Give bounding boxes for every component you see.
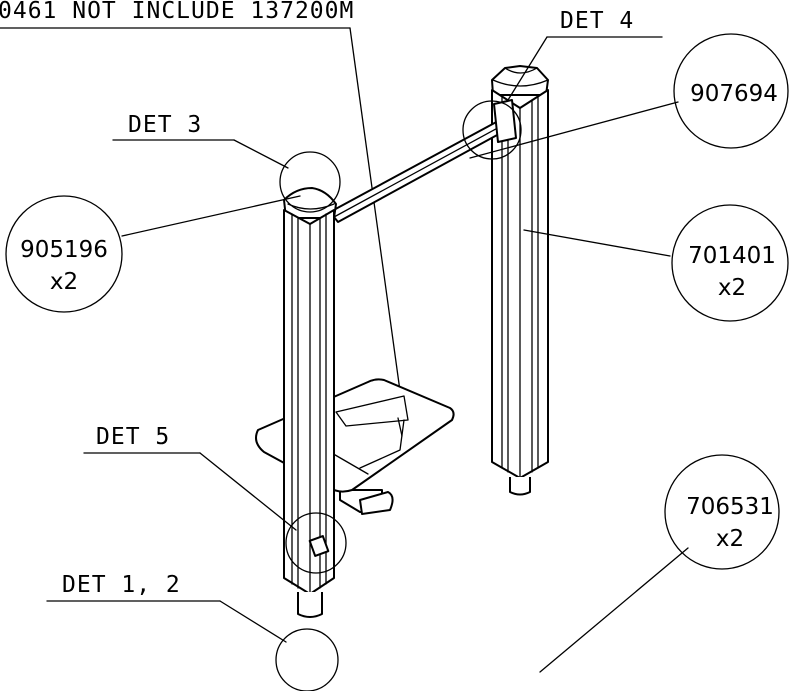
left-post xyxy=(283,187,337,618)
det12-leader xyxy=(219,600,287,643)
det3-label: DET 3 xyxy=(128,112,202,138)
det5-bracket xyxy=(308,535,330,557)
assembly-note: 0461 NOT INCLUDE 137200M xyxy=(0,0,354,24)
det3-circle xyxy=(279,151,341,213)
det12-circle xyxy=(275,628,339,691)
det4-circle xyxy=(462,100,522,160)
det5-leader xyxy=(199,452,297,531)
right-post xyxy=(491,65,549,479)
crossbar xyxy=(329,99,517,223)
callout-706531: 706531 x2 xyxy=(539,454,780,673)
right-post-foot xyxy=(509,477,531,496)
callout-701401: 701401 x2 xyxy=(523,204,789,322)
note-leader xyxy=(349,27,405,421)
det5-label: DET 5 xyxy=(96,424,170,450)
callout-907694-part: 907694 xyxy=(690,81,778,107)
callout-706531-part: 706531 xyxy=(686,494,774,520)
callout-905196-part: 905196 xyxy=(20,237,108,263)
det12-label: DET 1, 2 xyxy=(62,572,181,598)
det3-leader xyxy=(233,139,289,169)
callout-905196: 905196 x2 xyxy=(5,195,301,313)
callout-907694: 907694 xyxy=(469,33,789,159)
det5-circle xyxy=(285,512,347,574)
det4-label: DET 4 xyxy=(560,8,634,34)
callout-701401-part: 701401 xyxy=(688,243,776,269)
callout-905196-qty: x2 xyxy=(50,269,78,295)
callout-706531-qty: x2 xyxy=(716,526,744,552)
det4-leader xyxy=(507,36,548,101)
callout-701401-qty: x2 xyxy=(718,275,746,301)
